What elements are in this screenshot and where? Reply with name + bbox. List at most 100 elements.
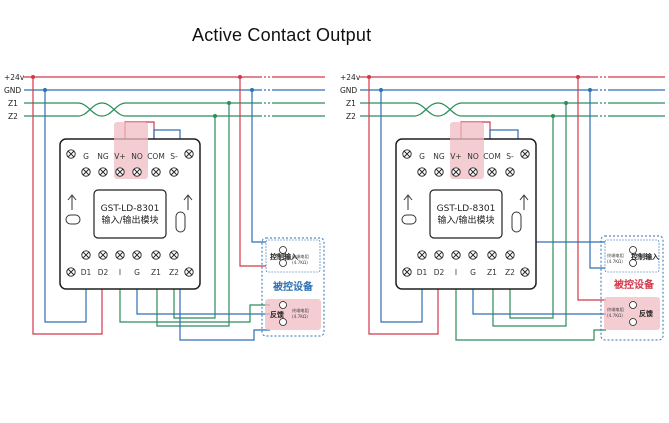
feedback-label: 反馈 — [639, 309, 653, 318]
feedback-highlight — [265, 299, 321, 330]
top-terminal-labels: G NG V+ NO COM S- — [83, 152, 178, 161]
device-screw-terminal — [629, 259, 637, 267]
io-module: G NG V+ NO COM S- — [59, 122, 201, 290]
bus-z1-line — [24, 102, 325, 117]
bottom-terminal-label: G — [470, 268, 476, 277]
bottom-terminal-label: Z2 — [169, 268, 179, 277]
terminal-resistor-value: (4.7KΩ) — [607, 313, 623, 318]
device-screw-terminal — [629, 246, 637, 254]
top-terminal-label: S- — [170, 152, 178, 161]
bus-label-24v: +24v — [340, 73, 361, 82]
top-terminal-label: V+ — [114, 152, 125, 161]
bottom-terminal-label: I — [119, 268, 121, 277]
wires — [368, 77, 606, 341]
top-terminal-label: V+ — [450, 152, 461, 161]
top-terminal-label: COM — [483, 152, 501, 161]
arrow-up-icon — [403, 194, 413, 210]
module-label-box — [93, 189, 167, 239]
bus-label-z1: Z1 — [8, 99, 18, 108]
bottom-terminal-label: Z1 — [487, 268, 497, 277]
module-model: GST-LD-8301 — [101, 204, 160, 214]
device-label: 被控设备 — [614, 278, 655, 291]
top-terminal-label: COM — [147, 152, 165, 161]
indicator-led — [65, 214, 81, 225]
bus-labels: +24v GND Z1 Z2 — [340, 73, 361, 121]
module-arrows — [403, 194, 529, 210]
contact-highlight — [114, 122, 148, 179]
device-screw-terminal — [629, 318, 637, 326]
bus-label-z2: Z2 — [8, 112, 18, 121]
top-terminal-label: S- — [506, 152, 514, 161]
terminal-resistor-value: (4.7KΩ) — [292, 314, 308, 319]
junction-dots — [31, 75, 254, 118]
terminal-resistor-value: (4.7KΩ) — [607, 259, 623, 264]
bottom-terminal-label: Z2 — [505, 268, 515, 277]
top-terminal-label: NG — [97, 152, 109, 161]
bottom-screw-slots — [403, 251, 529, 276]
bus-z1-line — [360, 102, 665, 117]
bus-labels: +24v GND Z1 Z2 — [4, 73, 25, 121]
contact-highlight — [450, 122, 484, 179]
device-screw-terminal — [629, 301, 637, 309]
bottom-terminal-label: D1 — [81, 268, 92, 277]
bottom-terminal-label: D2 — [98, 268, 109, 277]
device-boundary — [261, 237, 325, 337]
module-label-box — [429, 189, 503, 239]
bottom-terminal-label: D2 — [434, 268, 445, 277]
bus-label-24v: +24v — [4, 73, 25, 82]
terminal-resistor-label: 终端电阻 — [292, 307, 310, 314]
bus-z2-line — [24, 102, 325, 117]
top-terminal-label: NO — [467, 152, 479, 161]
bottom-terminal-labels: D1 D2 I G Z1 Z2 — [417, 268, 515, 277]
bus-z2-line — [360, 102, 665, 117]
indicator-slot — [175, 211, 186, 233]
module-name: 输入/输出模块 — [437, 214, 494, 226]
bus-label-gnd: GND — [340, 86, 357, 95]
control-input-label: 控制输入 — [631, 252, 659, 261]
arrow-up-icon — [183, 194, 193, 210]
control-input-label: 控制输入 — [270, 252, 298, 261]
bottom-terminal-label: I — [455, 268, 457, 277]
device-screw-terminal — [279, 246, 287, 254]
bus-lines — [24, 72, 325, 120]
device-screw-terminal — [279, 318, 287, 326]
junction-dots — [367, 75, 592, 118]
bottom-terminal-label: Z1 — [151, 268, 161, 277]
bottom-terminal-label: G — [134, 268, 140, 277]
bottom-screw-slots — [67, 251, 193, 276]
top-terminal-label: G — [419, 152, 425, 161]
feedback-highlight — [604, 297, 660, 330]
module-arrows — [67, 194, 193, 210]
arrow-up-icon — [67, 194, 77, 210]
terminal-resistor-label: 终端电阻 — [292, 253, 310, 260]
arrow-up-icon — [519, 194, 529, 210]
bus-label-gnd: GND — [4, 86, 21, 95]
top-terminal-label: NG — [433, 152, 445, 161]
terminal-resistor-label: 终端电阻 — [607, 252, 625, 259]
indicator-slot — [511, 211, 522, 233]
device-boundary — [600, 235, 664, 341]
device-screw-terminal — [279, 259, 287, 267]
device-screw-terminal — [279, 301, 287, 309]
io-module: G NG V+ NO COM S- — [395, 122, 537, 290]
top-terminal-label: G — [83, 152, 89, 161]
top-screw-slots — [403, 150, 529, 176]
module-model: GST-LD-8301 — [437, 204, 496, 214]
bus-label-z1: Z1 — [346, 99, 356, 108]
bottom-terminal-label: D1 — [417, 268, 428, 277]
top-terminal-labels: G NG V+ NO COM S- — [419, 152, 514, 161]
right-wiring-diagram: +24v GND Z1 Z2 — [340, 72, 665, 341]
control-input-block — [604, 239, 660, 273]
bus-lines — [360, 72, 665, 120]
device-label: 被控设备 — [273, 280, 314, 293]
top-terminal-label: NO — [131, 152, 143, 161]
indicator-led — [401, 214, 417, 225]
feedback-label: 反馈 — [270, 310, 284, 319]
terminal-resistor-label: 终端电阻 — [607, 306, 625, 313]
module-name: 输入/输出模块 — [101, 214, 158, 226]
top-screw-slots — [67, 150, 193, 176]
figure-title: Active Contact Output — [192, 25, 372, 45]
bottom-terminal-labels: D1 D2 I G Z1 Z2 — [81, 268, 179, 277]
